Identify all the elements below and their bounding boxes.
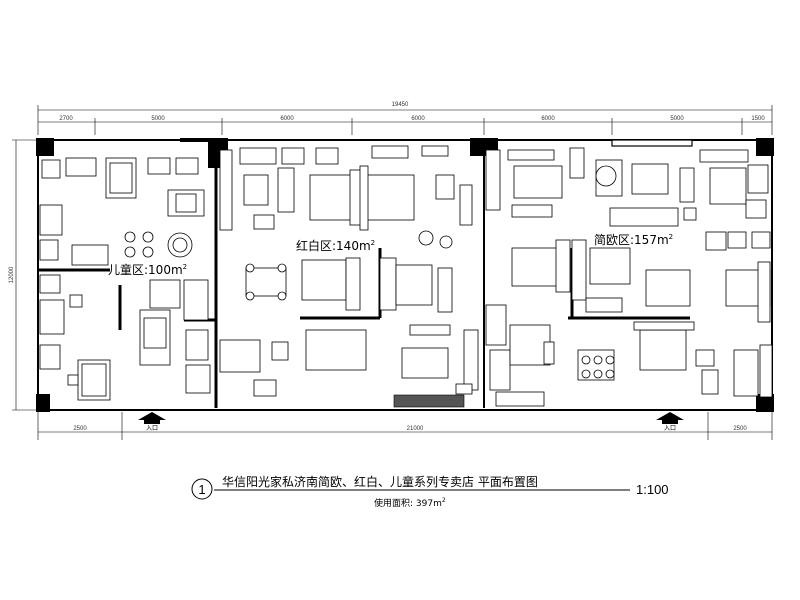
simple-euro-zone-label: 简欧区:157m2 [594, 233, 673, 247]
entrance-right: 入口 [656, 412, 684, 432]
drawing-scale: 1:100 [636, 482, 669, 497]
kids-zone-label: 儿童区:100m2 [108, 262, 187, 277]
dimension-top-6: 5000 [670, 116, 684, 122]
top-dimension-chain: 19450 2700 5000 6000 6000 6000 5000 1500 [37, 102, 773, 135]
dimension-top-2: 5000 [151, 116, 165, 122]
dimension-top-7: 1500 [751, 116, 765, 122]
drawing-title: 华信阳光家私济南简欧、红白、儿童系列专卖店 平面布置图 [222, 474, 538, 489]
simple-euro-zone-furniture [485, 147, 773, 407]
dimension-overall: 19450 [392, 102, 409, 108]
kids-zone-furniture [39, 157, 211, 401]
dimension-bottom-3: 2500 [733, 426, 747, 432]
bottom-dimension-chain: 2500 21000 2500 [37, 412, 773, 440]
entrance-left-label: 入口 [146, 425, 158, 432]
usable-area: 使用面积: 397m2 [374, 497, 446, 509]
dimension-top-4: 6000 [411, 116, 425, 122]
dimension-top-3: 6000 [280, 116, 294, 122]
title-block: 1 华信阳光家私济南简欧、红白、儿童系列专卖店 平面布置图 1:100 使用面积… [191, 474, 669, 509]
entrance-right-label: 入口 [664, 425, 676, 432]
dimension-left: 12000 [9, 266, 15, 283]
dimension-top-1: 2700 [59, 116, 73, 122]
outer-walls [36, 138, 774, 412]
entrance-left: 入口 [138, 412, 166, 432]
dimension-bottom-2: 21000 [407, 426, 424, 432]
red-white-zone-furniture [219, 145, 479, 408]
dimension-bottom-1: 2500 [73, 426, 87, 432]
zone-labels: 儿童区:100m2 红白区:140m2 简欧区:157m2 [108, 233, 673, 277]
left-dimension: 12000 [9, 139, 38, 411]
dimension-top-5: 6000 [541, 116, 555, 122]
red-white-zone-label: 红白区:140m2 [296, 238, 375, 253]
drawing-number: 1 [198, 482, 205, 497]
